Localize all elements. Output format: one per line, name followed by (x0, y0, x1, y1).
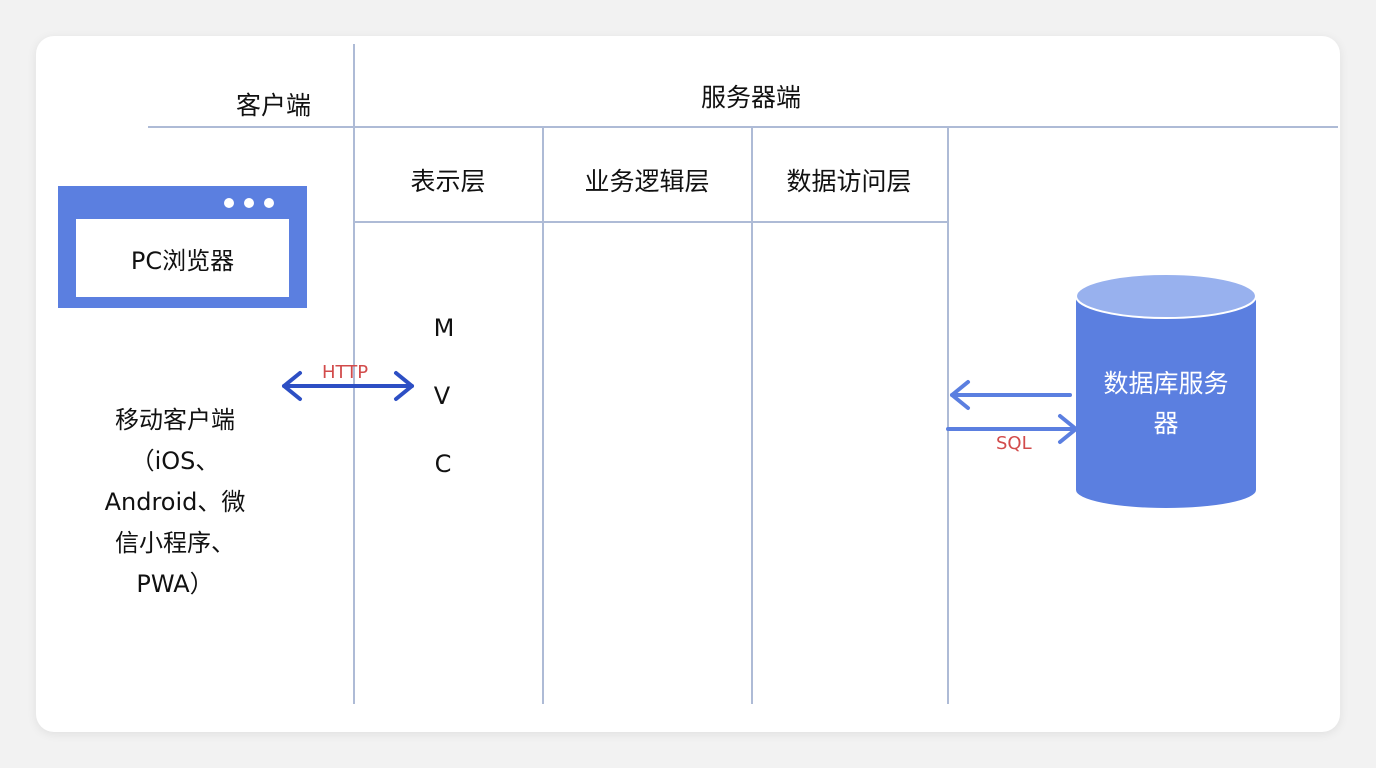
mobile-client-line: （iOS、 (130, 447, 220, 475)
database-label-line: 器 (1153, 409, 1179, 438)
mvc-v: V (433, 382, 451, 410)
layer-presentation: 表示层 (410, 167, 486, 196)
mvc-c: C (434, 450, 452, 478)
window-dot-icon (244, 198, 254, 208)
pc-browser-label: PC浏览器 (76, 219, 289, 297)
divider-layer-1 (542, 128, 544, 704)
http-double-arrow-icon (282, 371, 414, 401)
database-server-label: 数据库服务 器 (1076, 364, 1256, 444)
sql-label: SQL (996, 433, 1032, 454)
http-label: HTTP (322, 362, 369, 383)
mobile-client-line: PWA） (136, 570, 214, 598)
mobile-client-line: 移动客户端 (115, 406, 235, 434)
client-header: 客户端 (236, 91, 312, 120)
layer-business-logic: 业务逻辑层 (584, 167, 710, 196)
pc-browser-window: PC浏览器 (58, 186, 307, 308)
divider-layer-2 (751, 128, 753, 704)
database-label-line: 数据库服务 (1103, 369, 1229, 398)
mobile-client-line: Android、微 (104, 488, 246, 516)
layer-data-access: 数据访问层 (786, 167, 912, 196)
window-dot-icon (264, 198, 274, 208)
mobile-client-line: 信小程序、 (115, 529, 235, 557)
mobile-client-label: 移动客户端 （iOS、 Android、微 信小程序、 PWA） (90, 400, 260, 605)
mvc-m: M (433, 314, 455, 342)
window-dot-icon (224, 198, 234, 208)
layer-header-underline (355, 221, 947, 223)
db-to-access-arrow-icon (950, 380, 1072, 410)
header-underline (148, 126, 1338, 128)
divider-client-server (353, 44, 355, 704)
database-cylinder-icon (1075, 273, 1257, 508)
server-header: 服务器端 (700, 83, 802, 112)
divider-layer-3 (947, 128, 949, 704)
